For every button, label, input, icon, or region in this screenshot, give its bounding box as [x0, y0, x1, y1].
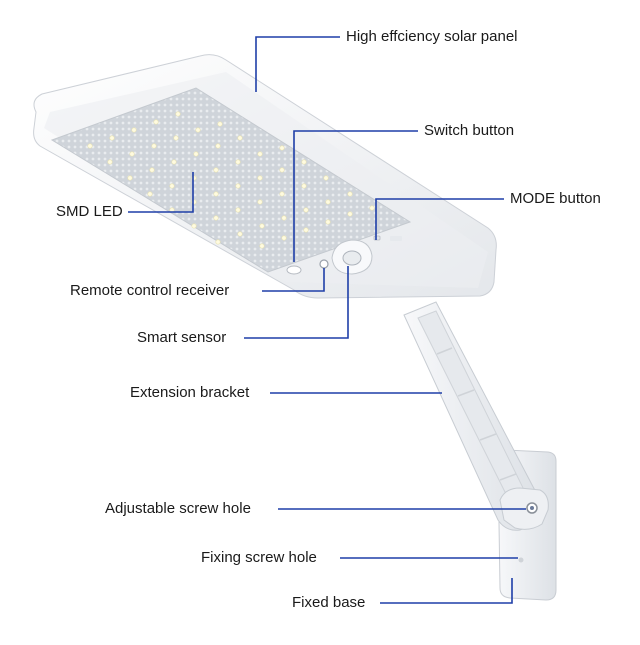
label-switch-button: Switch button: [424, 122, 515, 139]
label-solar-panel: High effciency solar panel: [346, 28, 518, 45]
leader-lines: [128, 36, 526, 604]
label-mode-button: MODE button: [510, 190, 601, 207]
label-fixed-base: Fixed base: [292, 594, 366, 611]
label-adjustable-screw-hole: Adjustable screw hole: [105, 500, 251, 517]
label-smart-sensor: Smart sensor: [137, 329, 227, 346]
label-smd-led: SMD LED: [56, 203, 123, 220]
leader-solar-panel: [255, 36, 340, 92]
smd-led-array: [87, 111, 375, 249]
switch-button: [286, 265, 302, 275]
lamp-housing: [33, 54, 497, 299]
label-fixing-screw-hole: Fixing screw hole: [201, 549, 317, 566]
leader-mode-button: [375, 198, 504, 240]
leader-remote-receiver: [262, 268, 325, 292]
leader-smart-sensor: [244, 266, 349, 339]
controls-strip: [286, 235, 402, 275]
mode-button: [373, 235, 381, 241]
smart-sensor: [342, 250, 362, 266]
label-remote-receiver: Remote control receiver: [70, 282, 230, 299]
leader-switch-button: [293, 130, 418, 262]
leader-smd-led: [128, 172, 194, 213]
fixing-screw-hole: [518, 557, 524, 563]
label-extension-bracket: Extension bracket: [130, 384, 250, 401]
led-panel: [50, 87, 412, 273]
extension-bracket: [403, 301, 549, 531]
remote-control-receiver: [319, 259, 329, 269]
leader-fixed-base: [380, 578, 513, 604]
